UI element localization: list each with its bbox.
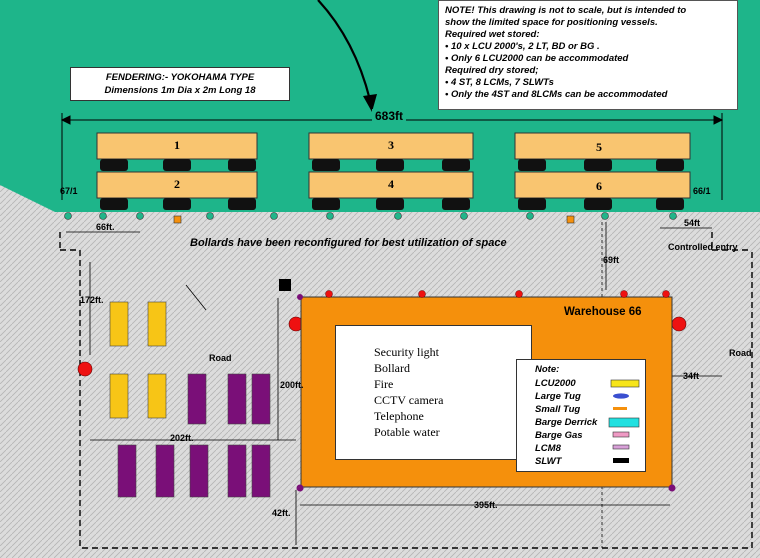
dim-54ft: 54ft	[684, 218, 701, 228]
fendering-dims: Dimensions 1m Dia x 2m Long 18	[104, 85, 256, 96]
berth-1-label: 1	[174, 138, 180, 152]
vessels	[96, 132, 691, 210]
security-lights	[77, 316, 687, 377]
symbol-legend: Security light Bollard Fire CCTV camera …	[335, 325, 532, 460]
vessel-1	[96, 132, 258, 160]
pier-end-right: 66/1	[693, 186, 711, 196]
vessel-legend-swatches	[608, 379, 640, 463]
bollards-note: Bollards have been reconfigured for best…	[190, 237, 507, 249]
quay-water-points	[173, 215, 575, 224]
warehouse-label: Warehouse 66	[564, 306, 642, 318]
legend-large-tug: Large Tug	[535, 391, 581, 402]
vessel-6	[514, 171, 691, 199]
dim-172ft: 172ft.	[80, 295, 104, 305]
dry-lcm8	[109, 301, 167, 419]
note-line: • 4 ST, 8 LCMs, 7 SLWTs	[445, 77, 554, 88]
legend-cctv: CCTV camera	[374, 393, 444, 407]
pier-length-label: 683ft	[372, 109, 407, 123]
dim-202ft: 202ft.	[170, 433, 194, 443]
vessel-5	[514, 132, 691, 160]
fendering-box: FENDERING:- YOKOHAMA TYPE Dimensions 1m …	[70, 67, 290, 101]
note-line: • Only 6 LCU2000 can be accommodated	[445, 53, 629, 64]
berth-4-label: 4	[388, 177, 394, 191]
pointer-arrowhead	[363, 94, 377, 112]
note-line: NOTE! This drawing is not to scale, but …	[445, 5, 687, 16]
fendering-title: FENDERING:- YOKOHAMA TYPE	[105, 72, 255, 83]
cctv-cameras	[296, 294, 676, 492]
quay-bollards	[64, 212, 677, 220]
pointer-arrow	[317, 0, 372, 101]
fire-points	[325, 290, 670, 298]
road-right-label: Road	[729, 348, 752, 358]
dry-slwt	[117, 373, 271, 498]
berth-5-label: 5	[596, 140, 602, 154]
legend-lcm8: LCM8	[535, 443, 561, 454]
legend-slwt: SLWT	[535, 456, 562, 467]
vessel-4	[308, 171, 474, 199]
vessel-3	[308, 132, 474, 160]
note-line: Required dry stored;	[445, 65, 539, 76]
controlled-entry-label: Controlled entry	[668, 242, 738, 252]
legend-fire: Fire	[374, 377, 394, 391]
vessel-legend-title: Note:	[535, 364, 560, 375]
telephone-symbol	[279, 279, 291, 291]
berth-6-label: 6	[596, 179, 602, 193]
note-box: NOTE! This drawing is not to scale, but …	[438, 0, 738, 110]
note-line: show the limited space for positioning v…	[445, 17, 658, 28]
berth-3-label: 3	[388, 138, 394, 152]
legend-lcu2000: LCU2000	[535, 378, 576, 389]
vessel-2	[96, 171, 258, 199]
dim-66ft: 66ft.	[96, 222, 115, 232]
berth-2-label: 2	[174, 177, 180, 191]
dim-69ft: 69ft	[603, 255, 620, 265]
legend-security-light: Security light	[374, 345, 439, 359]
dim-34ft: 34ft	[683, 371, 700, 381]
note-line: • Only the 4ST and 8LCMs can be accommod…	[445, 89, 668, 100]
road-left-label: Road	[209, 353, 232, 363]
note-line: Required wet stored:	[445, 29, 540, 40]
dim-42ft: 42ft.	[272, 508, 291, 518]
legend-barge-gas: Barge Gas	[535, 430, 583, 441]
legend-barge-derrick: Barge Derrick	[535, 417, 598, 428]
pier-end-left: 67/1	[60, 186, 78, 196]
legend-potable-water: Potable water	[374, 425, 440, 439]
legend-small-tug: Small Tug	[535, 404, 581, 415]
dim-200ft: 200ft.	[280, 380, 304, 390]
vessel-legend: Note: LCU2000 Large Tug Small Tug Barge …	[516, 359, 646, 472]
dim-395ft: 395ft.	[474, 500, 498, 510]
note-line: • 10 x LCU 2000's, 2 LT, BD or BG .	[445, 41, 600, 52]
perimeter-fence	[59, 232, 753, 549]
legend-bollard: Bollard	[374, 361, 410, 375]
legend-telephone: Telephone	[374, 409, 424, 423]
